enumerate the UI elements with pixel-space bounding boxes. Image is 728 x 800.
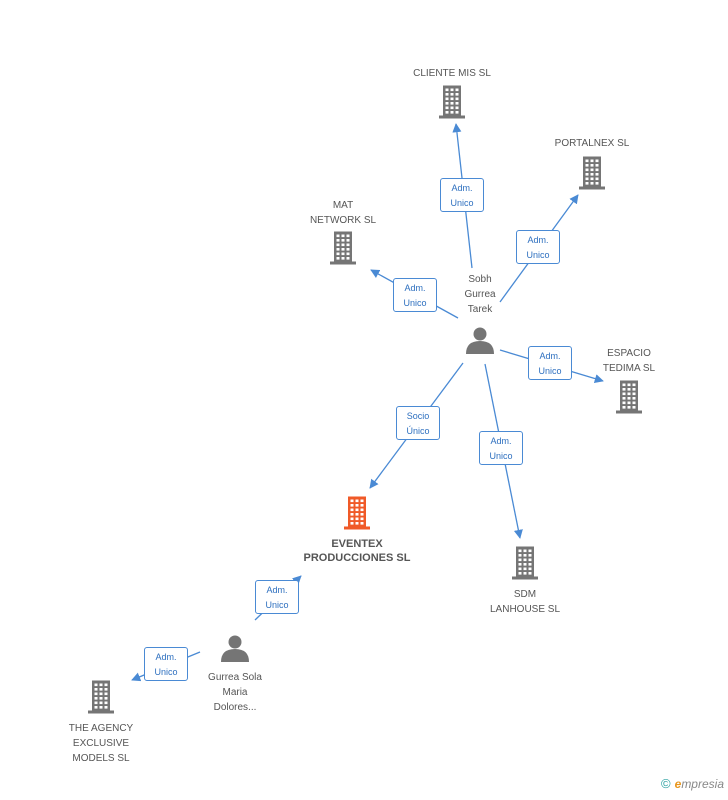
- person-icon[interactable]: [466, 327, 494, 355]
- edge-label-sobh-portalnex[interactable]: Adm.Unico: [516, 230, 560, 264]
- building-icon[interactable]: [330, 231, 356, 265]
- building-icon[interactable]: [344, 496, 370, 530]
- edge-label-sobh-espacio_tedima[interactable]: Adm.Unico: [528, 346, 572, 380]
- edge-label-gurrea_sola-the_agency[interactable]: Adm.Unico: [144, 647, 188, 681]
- edge-label-sobh-mat_network[interactable]: Adm.Unico: [393, 278, 437, 312]
- building-icon[interactable]: [579, 156, 605, 190]
- brand-name: mpresia: [681, 777, 724, 791]
- person-icon[interactable]: [221, 635, 249, 663]
- node-label-portalnex[interactable]: PORTALNEX SL: [554, 138, 630, 149]
- node-label-cliente_mis[interactable]: CLIENTE MIS SL: [413, 68, 491, 79]
- edge-label-sobh-cliente_mis[interactable]: Adm.Unico: [440, 178, 484, 212]
- edge-label-sobh-sdm_lanhouse[interactable]: Adm.Unico: [479, 431, 523, 465]
- brand-initial: e: [674, 777, 682, 791]
- building-icon[interactable]: [439, 85, 465, 119]
- building-icon[interactable]: [512, 546, 538, 580]
- copyright-icon: ©: [661, 776, 671, 791]
- empresia-brand[interactable]: ©empresia: [661, 776, 724, 791]
- edge-label-gurrea_sola-eventex[interactable]: Adm.Unico: [255, 580, 299, 614]
- building-icon[interactable]: [88, 680, 114, 714]
- building-icon[interactable]: [616, 380, 642, 414]
